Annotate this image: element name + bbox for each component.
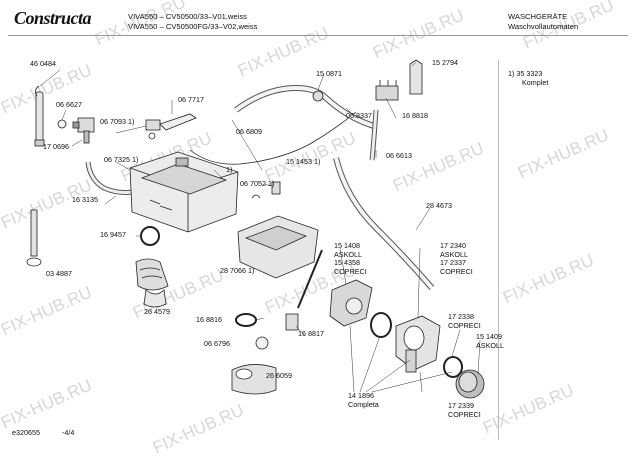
model-line-2: VIVA550 – CV50500FG/33–V02,weiss [128,22,258,31]
part-label: 26 4579 [144,307,170,316]
clamp-ring-drawing [140,226,160,246]
category-line-2: Waschvollautomaten [508,22,579,31]
wire-drawing [189,111,357,165]
screw-drawing [285,249,323,331]
part-label: 06 8337 [346,111,372,120]
part-label: 17 0696 [43,142,69,151]
inlet-pipe-drawing [34,85,45,147]
part-label: 15 1408 ASKOLL 15 4358 COPRECI [334,241,367,276]
part-label: 26 6059 [266,371,292,380]
part-label: 06 6809 [236,127,262,136]
bellows-drawing [135,258,169,308]
drain-pump-drawing [329,279,373,327]
hose-clamp-drawing [235,313,257,327]
part-label: 06 6796 [204,339,230,348]
ball-drawing [255,336,269,350]
part-label: 16 8818 [402,111,428,120]
part-label: 17 2340 ASKOLL 17 2337 COPRECI [440,241,473,276]
part-label: 1) [226,165,233,174]
part-label: 16 8816 [196,315,222,324]
category-line-1: WASCHGERÄTE [508,12,568,21]
part-label: 15 2794 [432,58,458,67]
pressure-switch-drawing [145,113,197,140]
model-line-1: VIVA550 – CV50500/33–V01,weiss [128,12,247,21]
leader-lines [39,61,481,393]
part-label: 28 4673 [426,201,452,210]
part-label: 15 1453 1) [286,157,321,166]
part-label: 14 1896 Completa [348,391,379,409]
part-label: 15 1409 ASKOLL [476,332,504,350]
dispenser-housing-drawing [129,151,239,233]
part-label: 06 7093 1) [100,117,135,126]
part-label: 46 0484 [30,59,56,68]
part-label: 06 6627 [56,100,82,109]
part-label: 28 7066 1) [220,266,255,275]
part-label: 17 2339 COPRECI [448,401,481,419]
header-divider [8,35,628,36]
part-label: 16 3135 [72,195,98,204]
connector-drawing [375,59,423,101]
part-label: 06 6613 [386,151,412,160]
dispenser-drawer-drawing [237,215,319,279]
o-ring-drawing [370,312,392,338]
page-number: -4/4 [62,428,75,437]
part-label: 03 4887 [46,269,72,278]
o-ring-drawing [443,356,463,378]
document-id: e320655 [12,428,40,437]
brand-logo: Constructa [14,8,92,28]
part-label: 06 7052 1) [240,179,275,188]
ring-part [57,119,67,129]
footnote-line-2: Komplet [522,78,549,87]
part-label: 17 2338 COPRECI [448,312,481,330]
filter-cap-drawing [455,369,485,399]
column-divider [498,60,499,440]
footnote-line-1: 1) 35 3323 [508,69,543,78]
filter-housing-drawing [395,315,441,373]
small-part-drawing [271,181,281,195]
pipe-drawing [26,209,42,267]
part-label: 15 0871 [316,69,342,78]
valve-drawing [72,117,95,144]
part-label: 16 8817 [298,329,324,338]
part-label: 16 9457 [100,230,126,239]
sump-drawing [231,364,277,395]
part-label: 06 7717 [178,95,204,104]
part-label: 06 7325 1) [104,155,139,164]
